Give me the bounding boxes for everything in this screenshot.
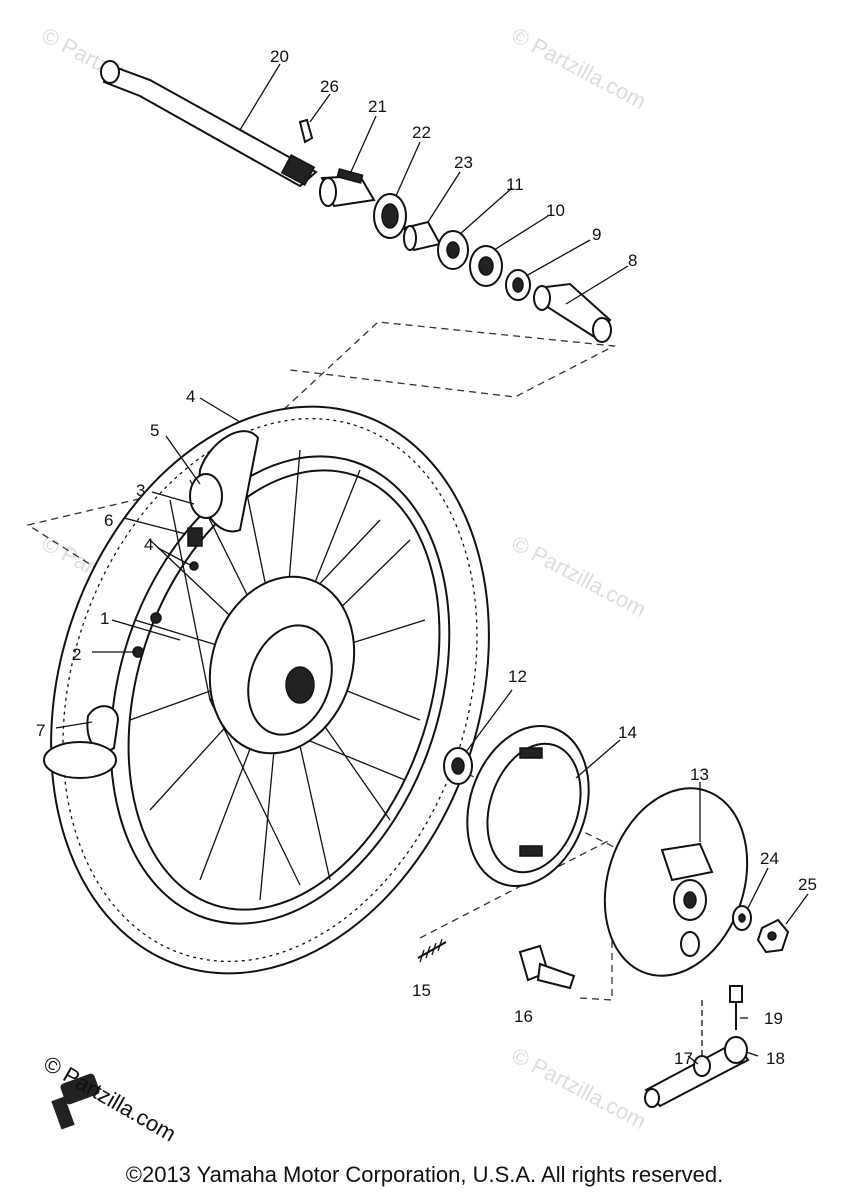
- callout-24: 24: [760, 849, 779, 868]
- callout-21: 21: [368, 97, 387, 116]
- wheel-assembly: [50, 405, 490, 975]
- callout-26: 26: [320, 77, 339, 96]
- rim: [109, 455, 451, 925]
- callout-10: 10: [546, 201, 565, 220]
- brake-shoes: [466, 724, 590, 888]
- small-parts: [132, 561, 199, 658]
- watermark: © Partzilla.com: [508, 530, 651, 622]
- cotter-pin: [298, 118, 314, 144]
- callout-11: 11: [506, 175, 524, 194]
- callout-25: 25: [798, 875, 817, 894]
- leader-lines: [55, 63, 809, 1065]
- brake-shoe-plate: [603, 787, 749, 977]
- callout-19: 19: [764, 1009, 783, 1028]
- callout-8: 8: [628, 251, 637, 270]
- callout-2: 2: [72, 645, 81, 664]
- motorcycle-logo-icon: [51, 1073, 100, 1130]
- washer-24: [732, 905, 752, 931]
- callout-20: 20: [270, 47, 289, 66]
- callout-13: 13: [690, 765, 709, 784]
- front-axle: [100, 60, 318, 188]
- bolt-19: [729, 985, 743, 1030]
- callout-9: 9: [592, 225, 601, 244]
- callout-14: 14: [618, 723, 637, 742]
- collar: [319, 168, 376, 208]
- callout-15: 15: [412, 981, 431, 1000]
- callout-12: 12: [508, 667, 527, 686]
- callout-17: 17: [674, 1049, 693, 1068]
- callout-6: 6: [104, 511, 113, 530]
- callout-3: 3: [136, 481, 145, 500]
- watermark: © Partzilla.com: [508, 1042, 651, 1134]
- watermark: © Partzilla.com: [508, 22, 651, 114]
- brake-camshaft: [518, 944, 576, 990]
- nut-25: [756, 918, 790, 954]
- collar-8: [533, 282, 612, 343]
- spacer: [402, 220, 442, 252]
- callout-16: 16: [514, 1007, 533, 1026]
- oil-seal-9: [505, 269, 531, 301]
- valve: [187, 527, 203, 547]
- callout-5: 5: [150, 421, 159, 440]
- bearing-12: [443, 747, 473, 785]
- callout-4: 4: [186, 387, 195, 406]
- callout-22: 22: [412, 123, 431, 142]
- callout-1: 1: [100, 609, 109, 628]
- bearing-11: [437, 230, 469, 270]
- callout-23: 23: [454, 153, 473, 172]
- washer-17: [693, 1000, 711, 1077]
- callout-4-nipple: 4: [144, 535, 153, 554]
- axle-thread: [280, 154, 316, 186]
- callout-7: 7: [36, 721, 45, 740]
- oil-seal: [373, 193, 407, 239]
- partzilla-corner-logo: © Partzilla.com: [40, 1052, 180, 1146]
- spring: [417, 938, 447, 963]
- tire-section-7: [43, 705, 120, 779]
- copyright-footer: ©2013 Yamaha Motor Corporation, U.S.A. A…: [125, 1162, 724, 1187]
- callout-labels: 20 26 21 22 23 11 10 9 8 4 5 3 6 4 1 2 7…: [36, 47, 817, 1068]
- tube-and-rim-band: [187, 430, 260, 547]
- spacer-flange: [469, 245, 503, 287]
- hub: [208, 575, 356, 755]
- callout-18: 18: [766, 1049, 785, 1068]
